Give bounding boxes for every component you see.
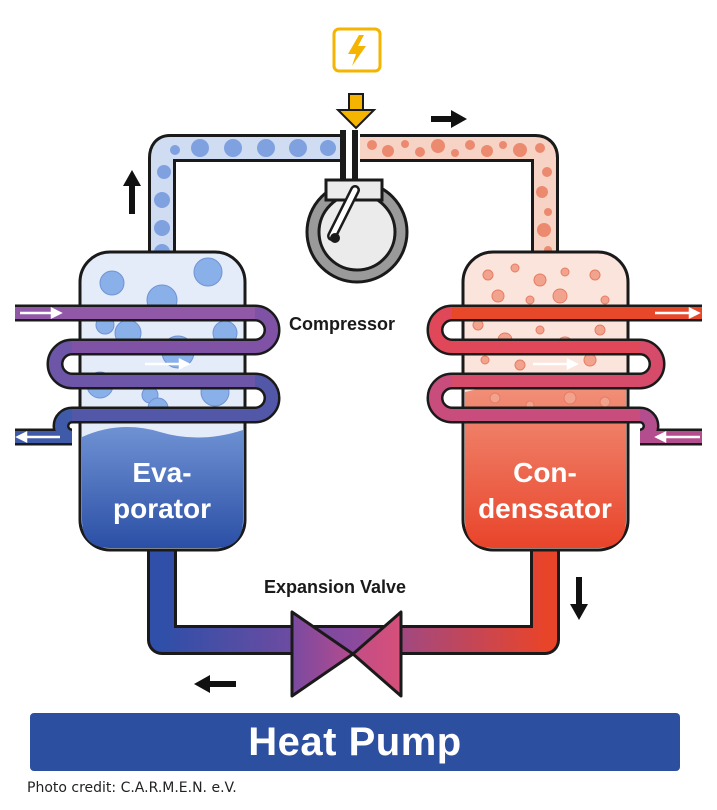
- expansion-valve: [290, 610, 403, 698]
- photo-credit: Photo credit: C.A.R.M.E.N. e.V.: [27, 780, 237, 796]
- title-banner: Heat Pump: [30, 713, 680, 771]
- coil-flow-arrows: [15, 306, 701, 444]
- power-arrow-icon: [335, 93, 377, 130]
- page-title: Heat Pump: [248, 719, 462, 764]
- condenser-coil: [426, 304, 702, 446]
- lightning-bolt-icon: [348, 35, 366, 66]
- evaporator-label-line2: porator: [113, 493, 211, 524]
- evaporator-coil: [15, 304, 281, 446]
- arrow-icon: [20, 306, 63, 320]
- liquid-return-pipe: [147, 545, 560, 655]
- arrow-icon: [194, 675, 236, 693]
- evaporator-vessel: [78, 250, 247, 552]
- evaporator-label-line1: Eva-: [132, 457, 191, 488]
- condenser-label-line1: Con-: [513, 457, 577, 488]
- hot-vapor-pipe: [360, 134, 559, 262]
- arrow-icon: [123, 170, 141, 214]
- arrow-icon: [654, 430, 700, 444]
- arrow-icon: [655, 306, 701, 320]
- flow-direction-arrows: [123, 110, 588, 693]
- condenser-label-line2: denssator: [478, 493, 612, 524]
- arrow-icon: [15, 430, 60, 444]
- arrow-icon: [145, 357, 191, 371]
- arrow-icon: [570, 577, 588, 620]
- arrow-icon: [431, 110, 467, 128]
- power-supply: [332, 27, 382, 130]
- compressor: [305, 130, 409, 284]
- compressor-label: Compressor: [289, 314, 395, 334]
- arrow-icon: [533, 357, 579, 371]
- expansion-valve-label: Expansion Valve: [264, 577, 406, 597]
- cold-vapor-pipe: [148, 134, 345, 262]
